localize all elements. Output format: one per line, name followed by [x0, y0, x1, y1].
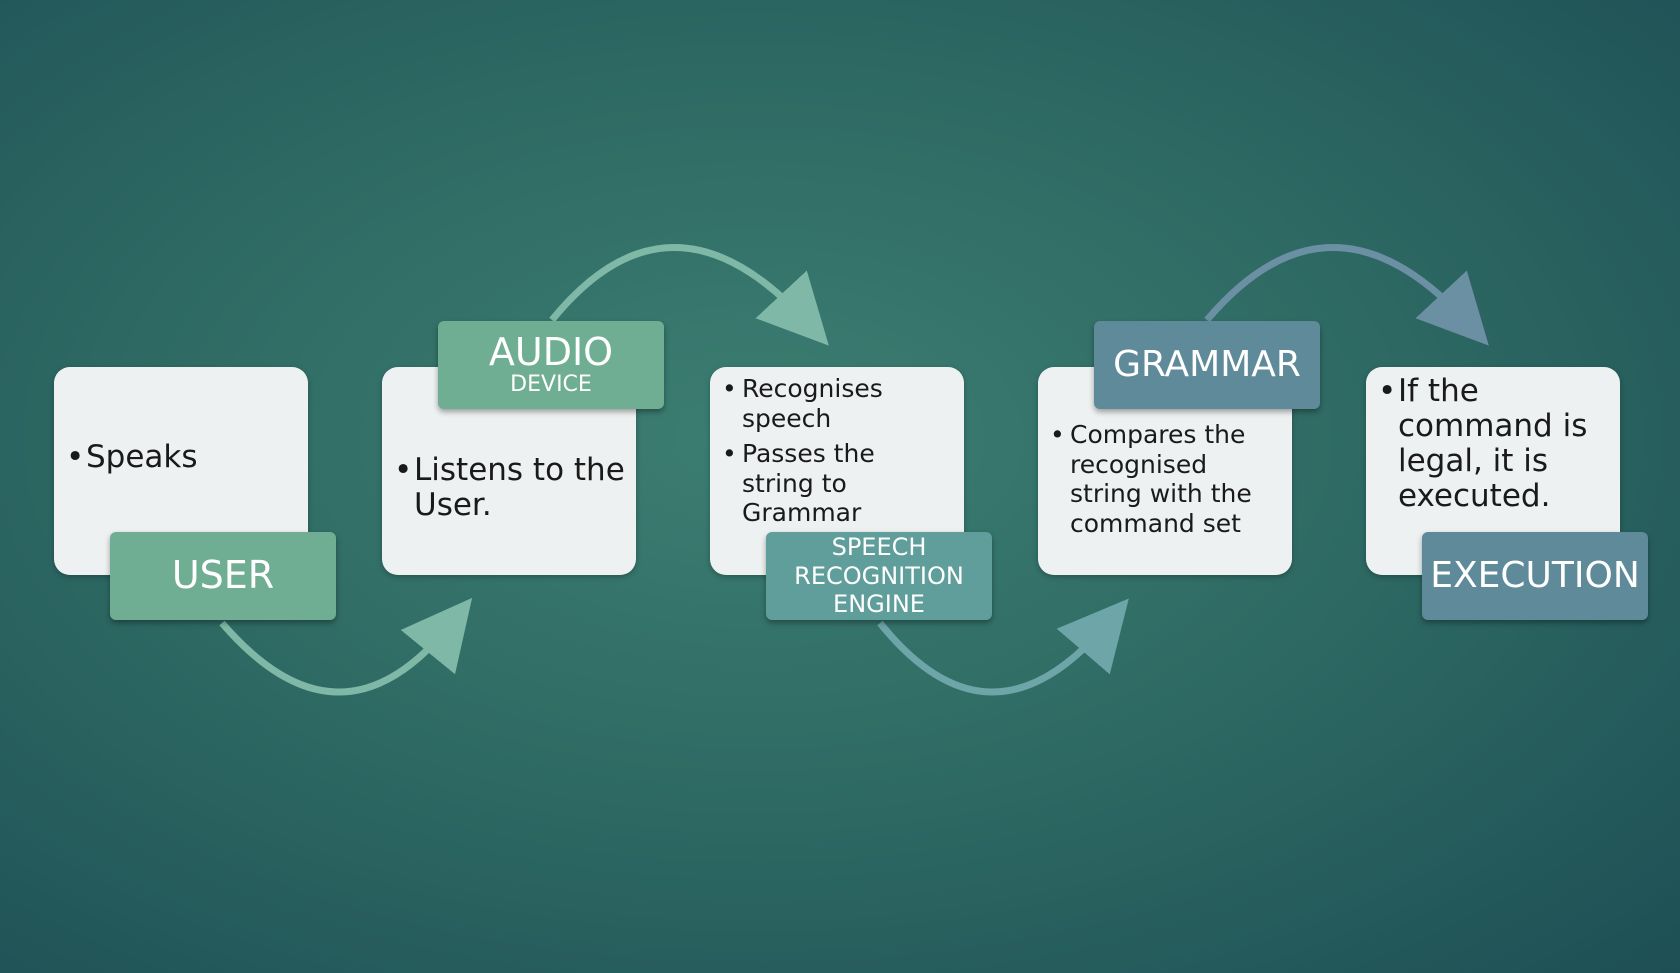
arrow-speech-to-grammar	[877, 598, 1129, 696]
arrow-user-to-audio	[219, 597, 473, 696]
step-label-text: GRAMMAR	[1113, 344, 1301, 386]
bullet-item: Recognises speech	[722, 374, 954, 433]
bullet-item: Speaks	[66, 439, 276, 476]
step-bullets-execution: If the command is legal, it is executed.	[1378, 373, 1610, 514]
step-label-user: USER	[110, 532, 336, 620]
arrow-grammar-to-execution	[1204, 244, 1489, 346]
bullet-item: Passes the string to Grammar	[722, 439, 954, 528]
step-bullets-user: Speaks	[66, 439, 276, 476]
step-label-text: USER	[171, 553, 275, 598]
step-label-execution: EXECUTION	[1422, 532, 1648, 620]
step-bullets-audio-device: Listens to the User.	[394, 452, 626, 523]
bullet-item: Compares the recognised string with the …	[1050, 420, 1282, 538]
step-label-text: SPEECH RECOGNITION ENGINE	[794, 532, 964, 619]
step-bullets-grammar: Compares the recognised string with the …	[1050, 420, 1282, 538]
arrow-audio-to-speech	[549, 244, 829, 346]
step-label-grammar: GRAMMAR	[1094, 321, 1320, 409]
step-bullets-speech-recognition: Recognises speech Passes the string to G…	[722, 374, 954, 528]
step-label-audio-device: AUDIO DEVICE	[438, 321, 664, 409]
bullet-item: If the command is legal, it is executed.	[1378, 373, 1610, 514]
bullet-item: Listens to the User.	[394, 452, 626, 523]
step-sublabel-text: DEVICE	[510, 371, 592, 397]
step-label-text: AUDIO	[488, 329, 614, 374]
step-label-text: EXECUTION	[1430, 555, 1640, 597]
step-label-speech-recognition: SPEECH RECOGNITION ENGINE	[766, 532, 992, 620]
